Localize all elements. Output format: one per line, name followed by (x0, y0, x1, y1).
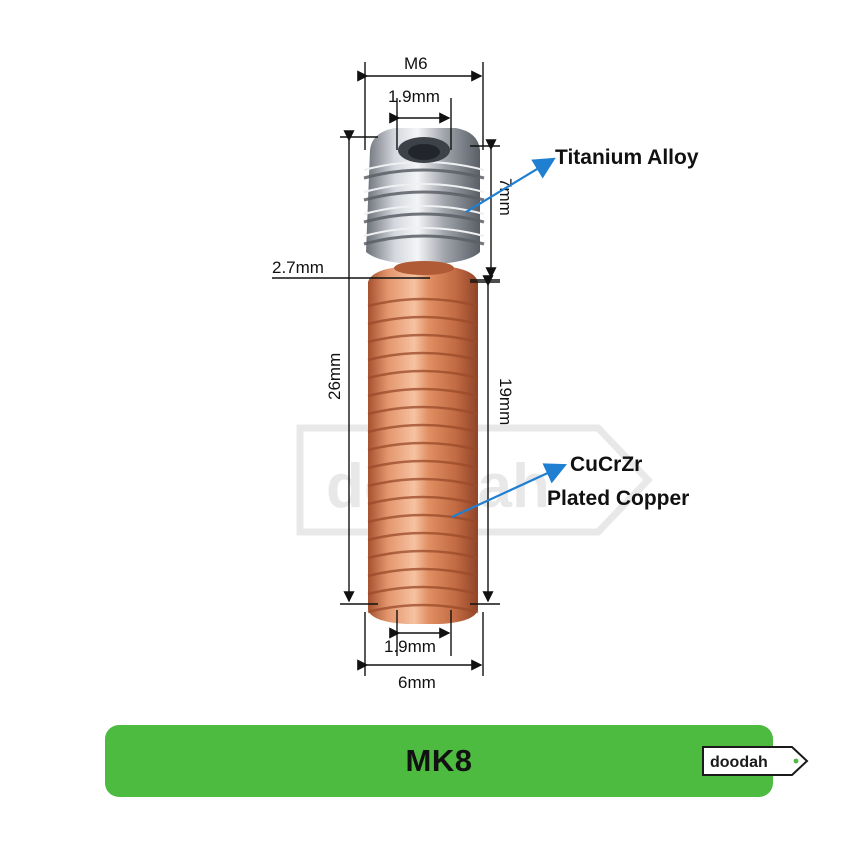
copper-thread-ridge (367, 297, 479, 308)
dim-thread-top: M6 (404, 54, 428, 73)
dim-total-length: 26mm (325, 353, 344, 400)
label-copper-line2: Plated Copper (547, 487, 689, 510)
copper-thread-ridge (367, 585, 479, 596)
titanium-arrow (465, 157, 556, 213)
copper-thread-ridge (367, 333, 479, 344)
dim-bore-top: 1.9mm (388, 87, 440, 106)
copper-thread-ridge (367, 513, 479, 524)
copper-thread-ridge (367, 477, 479, 488)
dimension-lines (272, 62, 500, 676)
copper-thread-ridge (367, 315, 479, 326)
copper-thread-ridge (367, 549, 479, 560)
copper-thread-ridge (367, 603, 479, 614)
model-banner: MK8 (105, 725, 773, 797)
dim-thread-bottom: 6mm (398, 673, 436, 692)
banner-title: MK8 (405, 743, 473, 778)
brand-logo: doodah (702, 746, 809, 776)
copper-thread-ridge (367, 531, 479, 542)
copper-thread-ridge (367, 423, 479, 434)
dim-bore-bottom: 1.9mm (384, 637, 436, 656)
copper-thread-ridge (367, 441, 479, 452)
copper-thread-ridge (367, 405, 479, 416)
dim-ti-length: 7mm (496, 178, 515, 216)
copper-thread-ridge (367, 387, 479, 398)
copper-part (367, 261, 479, 624)
logo-text: doodah (710, 754, 768, 771)
label-copper-line1: CuCrZr (570, 453, 642, 476)
titanium-part (363, 128, 485, 280)
copper-thread-ridge (367, 351, 479, 362)
copper-thread-ridge (367, 459, 479, 470)
copper-arrow (451, 463, 567, 518)
copper-thread-ridge (367, 495, 479, 506)
dim-cu-length: 19mm (496, 378, 515, 425)
copper-thread-ridge (367, 369, 479, 380)
label-titanium: Titanium Alloy (555, 146, 699, 169)
dim-neck: 2.7mm (272, 258, 324, 277)
copper-thread-ridge (367, 567, 479, 578)
